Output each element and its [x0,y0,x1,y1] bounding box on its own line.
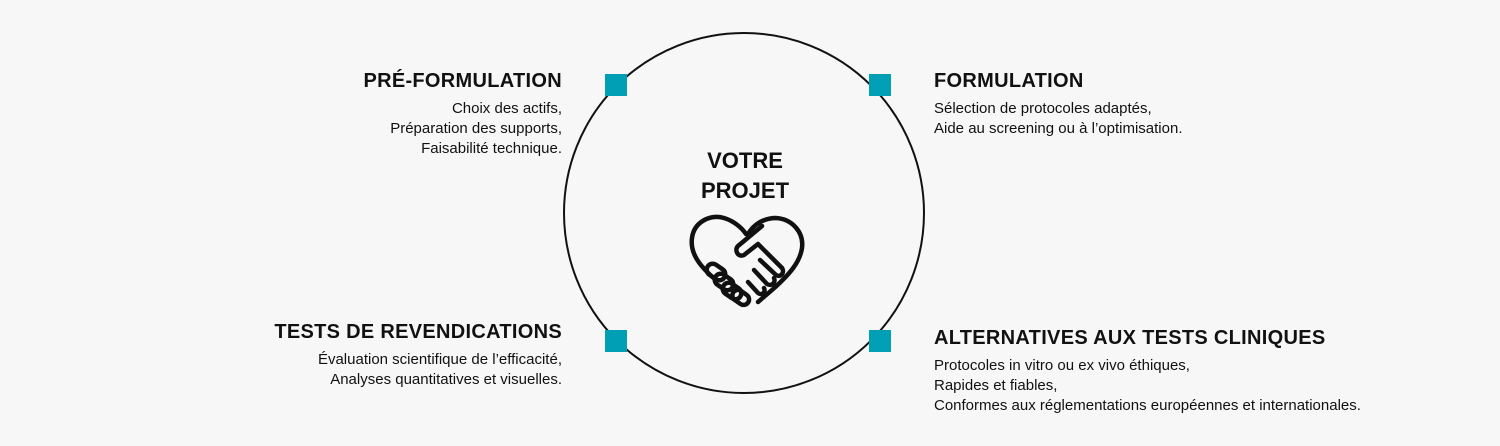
stage-line: Conformes aux réglementations européenne… [934,397,1361,414]
stage-title: PRÉ-FORMULATION [363,70,562,92]
stage-line: Évaluation scientifique de l’efficacité, [317,351,562,368]
stage-line: Préparation des supports, [390,120,562,137]
stage-line: Rapides et fiables, [934,377,1058,394]
stage-line: Aide au screening ou à l’optimisation. [934,120,1183,137]
marker-pre-formulation [605,74,627,96]
stage-title: ALTERNATIVES AUX TESTS CLINIQUES [934,327,1326,349]
stage-formulation: FORMULATION Sélection de protocoles adap… [934,70,1182,139]
marker-formulation [869,74,891,96]
marker-alternatives [869,330,891,352]
stage-title: TESTS DE REVENDICATIONS [274,321,562,343]
center-title-line1: VOTRE [707,148,783,173]
stage-line: Faisabilité technique. [421,140,562,157]
stage-line: Choix des actifs, [451,100,562,117]
stage-line: Analyses quantitatives et visuelles. [330,371,562,388]
stage-line: Protocoles in vitro ou ex vivo éthiques, [934,357,1190,374]
stage-tests-revendications: TESTS DE REVENDICATIONS Évaluation scien… [274,321,562,390]
center-title: VOTRE PROJET [645,146,845,206]
cycle-circle [563,32,925,394]
stage-alternatives: ALTERNATIVES AUX TESTS CLINIQUES Protoco… [934,327,1361,416]
stage-line: Sélection de protocoles adaptés, [934,100,1152,117]
stage-title: FORMULATION [934,70,1084,92]
handshake-heart-icon [689,214,805,308]
center-title-line2: PROJET [700,178,790,203]
marker-tests-revendications [605,330,627,352]
stage-pre-formulation: PRÉ-FORMULATION Choix des actifs, Prépar… [363,70,562,159]
